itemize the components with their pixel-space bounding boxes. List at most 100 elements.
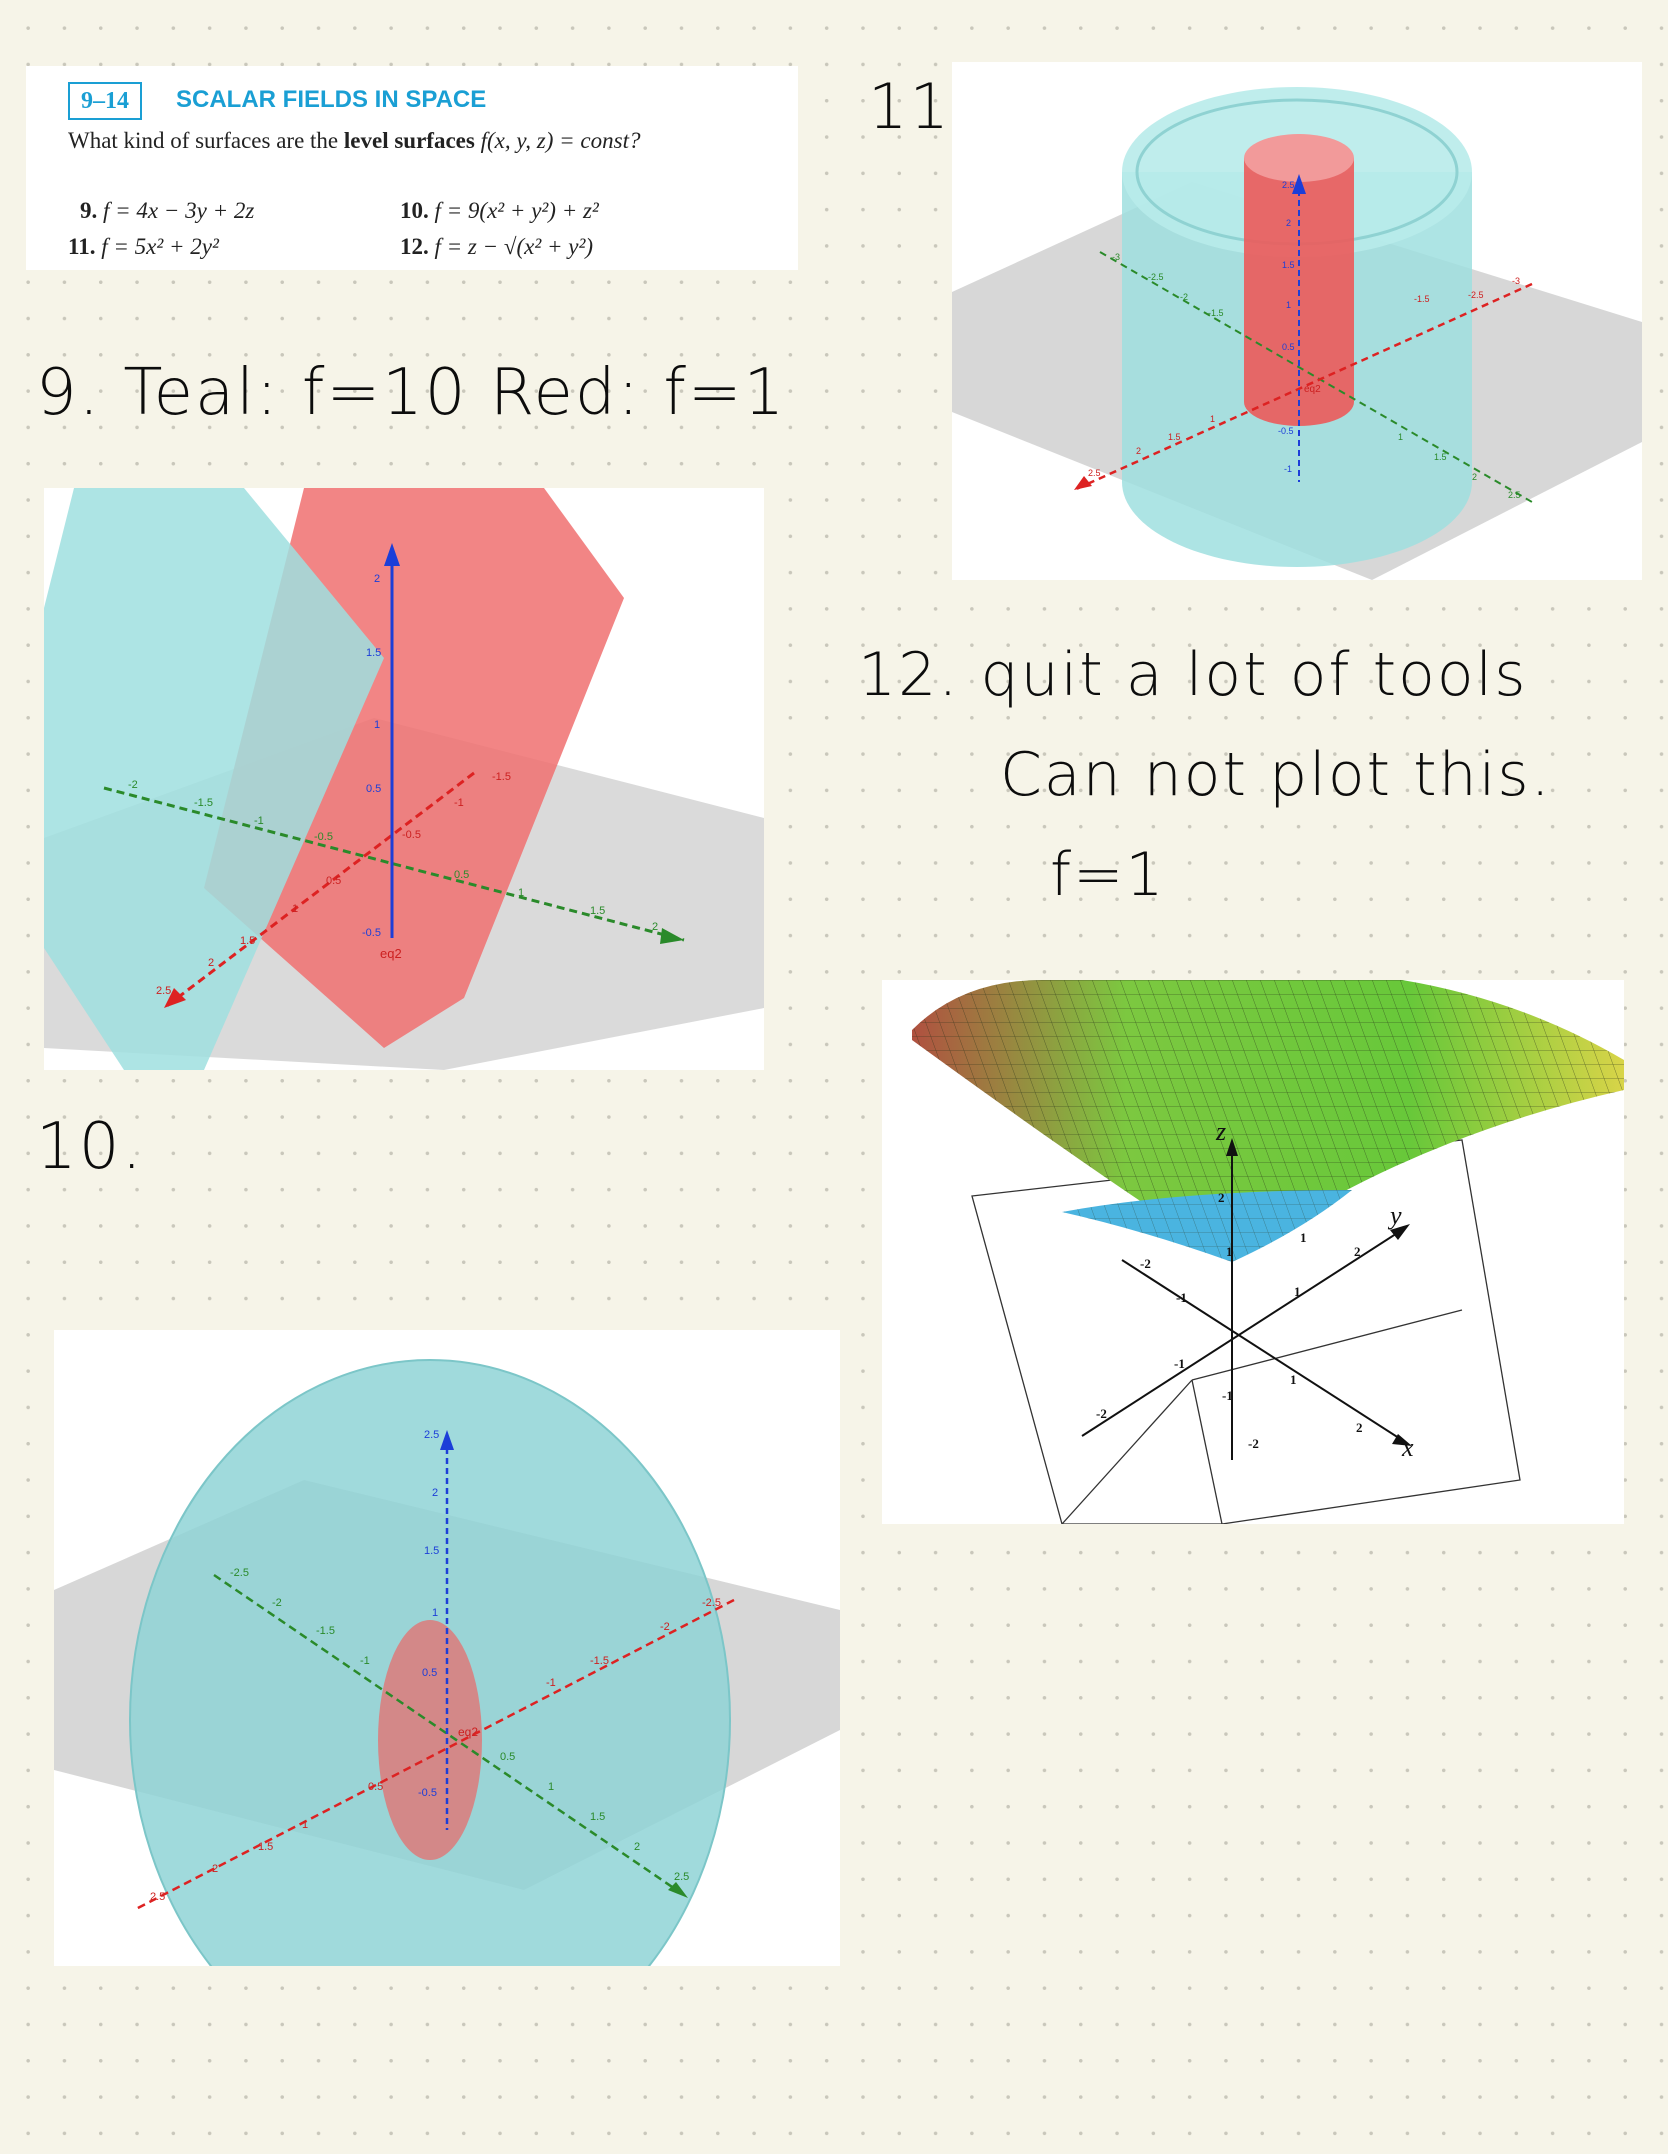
- red-cylinder-top: [1244, 134, 1354, 182]
- box-edge: [1191, 1379, 1223, 1524]
- eq-label: eq2: [380, 946, 402, 961]
- y-arrow-icon: [660, 928, 684, 944]
- z-arrow-icon: [440, 1430, 454, 1450]
- x-tick: -1: [546, 1677, 556, 1689]
- r-tick: -1.5: [1414, 294, 1430, 304]
- x-tick: 2: [1136, 446, 1141, 456]
- y-tick: 1: [1398, 432, 1403, 442]
- r-tick: -2.5: [1468, 290, 1484, 300]
- x-axis: [1121, 1259, 1403, 1441]
- z-tick: 1: [374, 719, 380, 731]
- x-tick: -2: [660, 1621, 670, 1633]
- z-tick: 2.5: [1282, 180, 1295, 190]
- z-arrow-icon: [1292, 174, 1306, 194]
- note-10-label: 10.: [36, 1110, 144, 1184]
- y-tick: 0.5: [500, 1751, 515, 1763]
- note-12-line2: Can not plot this.: [1000, 740, 1552, 810]
- plot-11-svg: 2.5 2 1.5 1 0.5 -0.5 -1 2.5 2 1.5 1 -1.5…: [952, 87, 1642, 580]
- question-text: What kind of surfaces are the level surf…: [68, 128, 641, 153]
- plot-9-svg: 2 1.5 1 0.5 -0.5 2.5 2 1.5 1 0.5 -0.5 -1…: [44, 488, 764, 1070]
- y-tick: 1.5: [1434, 452, 1447, 462]
- exercise-11: 11. f = 5x² + 2y²: [68, 234, 219, 259]
- tick: -2: [1096, 1406, 1107, 1421]
- z-tick: -0.5: [362, 927, 381, 939]
- z-tick: 1.5: [1282, 260, 1295, 270]
- x-tick: -1.5: [590, 1655, 609, 1667]
- y-tick: -1.5: [316, 1625, 335, 1637]
- tick: 1: [1300, 1230, 1307, 1245]
- z-tick: 0.5: [422, 1667, 437, 1679]
- x-tick: 1.5: [258, 1841, 273, 1853]
- x-arrow-icon: [1392, 1434, 1412, 1446]
- x-arrow-icon: [164, 988, 186, 1008]
- y-axis: [103, 786, 685, 942]
- plot-10: 2.5 2 1.5 1 0.5 -0.5 2.5 2 1.5 1 0.5 -1 …: [54, 1330, 840, 1966]
- x-tick: 1: [1210, 414, 1215, 424]
- z-tick: -1: [1284, 464, 1292, 474]
- y-tick: 2: [1472, 472, 1477, 482]
- x-tick: 1: [302, 1819, 308, 1831]
- y-tick: 2.5: [674, 1871, 689, 1883]
- tick: 1: [1226, 1244, 1233, 1259]
- exercise-9: 9. f = 4x − 3y + 2z: [80, 198, 255, 223]
- y-tick: 1: [518, 887, 524, 899]
- plot-12: z y x 2 1 -2 -1 1 -1 2 -2 1 -1 2 1 -2: [882, 980, 1624, 1524]
- tick: -2: [1140, 1256, 1151, 1271]
- y-axis: [1081, 1229, 1403, 1437]
- z-tick: 1: [432, 1607, 438, 1619]
- z-tick: -0.5: [418, 1787, 437, 1799]
- y-tick: -1.5: [1208, 308, 1224, 318]
- z-tick: 2: [374, 573, 380, 585]
- tick: -1: [1174, 1356, 1185, 1371]
- box-edge: [1061, 1379, 1193, 1524]
- cone-tip-mesh: [1062, 1190, 1352, 1262]
- z-tick: 1.5: [366, 647, 381, 659]
- x-tick: 2.5: [150, 1891, 165, 1903]
- exercise-12: 12. f = z − √(x² + y²): [400, 234, 594, 259]
- plot-10-svg: 2.5 2 1.5 1 0.5 -0.5 2.5 2 1.5 1 0.5 -1 …: [54, 1359, 840, 1966]
- teal-plane: [44, 488, 384, 1070]
- r-tick: -3: [1512, 276, 1520, 286]
- x-tick: 0.5: [326, 875, 341, 887]
- y-tick: 1: [548, 1781, 554, 1793]
- section-title: SCALAR FIELDS IN SPACE: [176, 86, 487, 113]
- y-tick: -1: [360, 1655, 370, 1667]
- note-9-label: 9. Teal: f=10 Red: f=1: [36, 356, 787, 430]
- textbook-excerpt: 9–14 SCALAR FIELDS IN SPACE What kind of…: [26, 66, 798, 270]
- tick: 2: [1218, 1190, 1225, 1205]
- x-tick: 1.5: [1168, 432, 1181, 442]
- cone-mesh: [912, 980, 1624, 1260]
- x-tick: -1.5: [492, 771, 511, 783]
- box-edge: [1191, 1309, 1463, 1381]
- y-tick: -2: [272, 1597, 282, 1609]
- z-arrow-icon: [384, 543, 400, 566]
- z-tick: 0.5: [1282, 342, 1295, 352]
- y-tick: 2.5: [1508, 490, 1521, 500]
- plot-9: 2 1.5 1 0.5 -0.5 2.5 2 1.5 1 0.5 -0.5 -1…: [44, 488, 764, 1070]
- y-tick: -1: [254, 815, 264, 827]
- section-number: 9–14: [68, 82, 142, 120]
- tick: -2: [1248, 1436, 1259, 1451]
- z-tick: -0.5: [1278, 426, 1294, 436]
- tick: 1: [1294, 1284, 1301, 1299]
- x-tick: -1: [454, 797, 464, 809]
- y-tick: -3: [1112, 252, 1120, 262]
- note-12-line3: f=1: [1050, 840, 1166, 910]
- exercise-10: 10. f = 9(x² + y²) + z²: [400, 198, 599, 223]
- x-axis-label: x: [1401, 1433, 1414, 1462]
- x-arrow-icon: [1074, 476, 1092, 490]
- y-arrow-icon: [1390, 1224, 1410, 1240]
- z-tick: 2.5: [424, 1429, 439, 1441]
- x-tick: 2: [212, 1863, 218, 1875]
- tick: -1: [1176, 1290, 1187, 1305]
- x-tick: -2.5: [702, 1597, 721, 1609]
- x-tick: 2: [208, 957, 214, 969]
- z-tick: 0.5: [366, 783, 381, 795]
- y-tick: -2: [128, 779, 138, 791]
- x-tick: -0.5: [402, 829, 421, 841]
- x-tick: 1.5: [240, 935, 255, 947]
- plot-11: 2.5 2 1.5 1 0.5 -0.5 -1 2.5 2 1.5 1 -1.5…: [952, 62, 1642, 580]
- y-axis-label: y: [1387, 1201, 1402, 1230]
- y-tick: 1.5: [590, 905, 605, 917]
- eq-label: eq2: [458, 1725, 478, 1739]
